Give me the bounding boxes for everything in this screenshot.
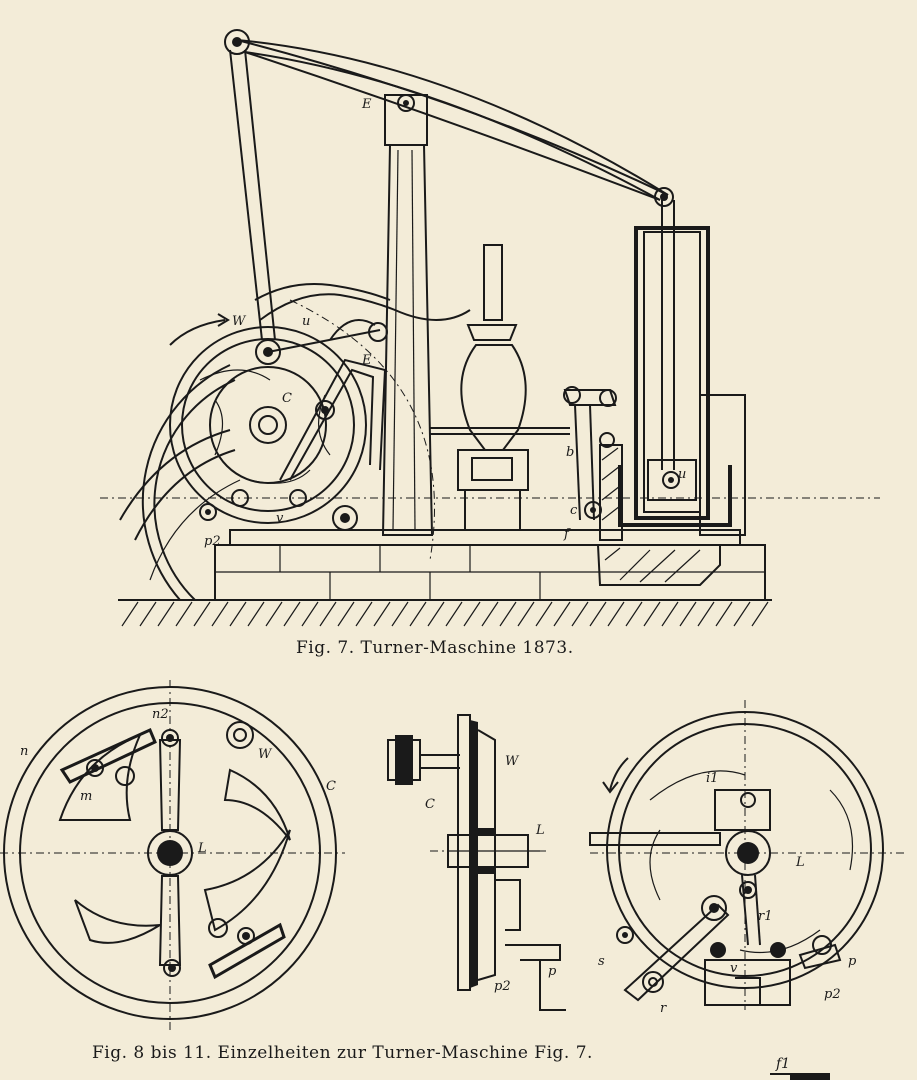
figure-9-section: W C L p p2: [387, 714, 566, 1011]
figure-7-caption: Fig. 7. Turner-Maschine 1873.: [296, 638, 574, 658]
label-C-wheel: C: [326, 779, 336, 794]
figure-7: E W u E C v p2 b c f u: [100, 29, 880, 627]
label-p-mech: p: [848, 954, 857, 969]
label-c: c: [570, 503, 578, 518]
label-s: s: [598, 954, 605, 969]
label-W-wheel: W: [258, 747, 273, 762]
label-p2: p2: [204, 534, 221, 549]
figure-8-wheel: n2 n m W C L: [0, 680, 345, 1030]
figure-7-labels: E W u E C v p2 b c f u: [204, 97, 686, 549]
label-p-section: p: [548, 964, 557, 979]
label-b: b: [566, 445, 574, 460]
label-E-link: E: [361, 353, 372, 368]
valve-levers: [563, 386, 623, 541]
label-p2-section: p2: [494, 979, 511, 994]
label-E-beam: E: [361, 97, 372, 112]
label-i1: i1: [706, 771, 718, 786]
label-W-section: W: [505, 754, 520, 769]
label-u-cylinder: u: [678, 467, 686, 482]
valve-vase: [430, 244, 570, 531]
flywheel: [100, 364, 880, 601]
label-r1: r1: [758, 909, 773, 924]
figure-10-mechanism: i1 L r1 s v r p p2: [589, 700, 905, 1016]
ground-hatching: [118, 599, 772, 627]
label-u-upper: u: [302, 314, 310, 329]
label-v-mech: v: [730, 961, 738, 976]
beam-column: [381, 94, 434, 536]
label-L-section: L: [535, 823, 545, 838]
label-p2-mech: p2: [824, 987, 841, 1002]
corner-mark: f1: [776, 1056, 791, 1072]
label-v: v: [276, 511, 284, 526]
label-L-wheel: L: [197, 841, 207, 856]
label-n2: n2: [152, 707, 169, 722]
figure-8-11-caption: Fig. 8 bis 11. Einzelheiten zur Turner-M…: [92, 1043, 593, 1063]
label-f: f: [563, 527, 571, 542]
label-m: m: [80, 789, 92, 804]
valve-linkage: [254, 283, 471, 561]
label-C-section: C: [425, 797, 435, 812]
foundation: [214, 529, 766, 601]
label-W: W: [232, 314, 247, 329]
label-r: r: [660, 1001, 667, 1016]
label-n: n: [20, 744, 28, 759]
walking-beam: [224, 29, 674, 341]
label-C: C: [282, 391, 292, 406]
valve-disc-c: [169, 313, 367, 531]
steam-cylinder: [618, 200, 746, 536]
label-L-mech: L: [795, 855, 805, 870]
